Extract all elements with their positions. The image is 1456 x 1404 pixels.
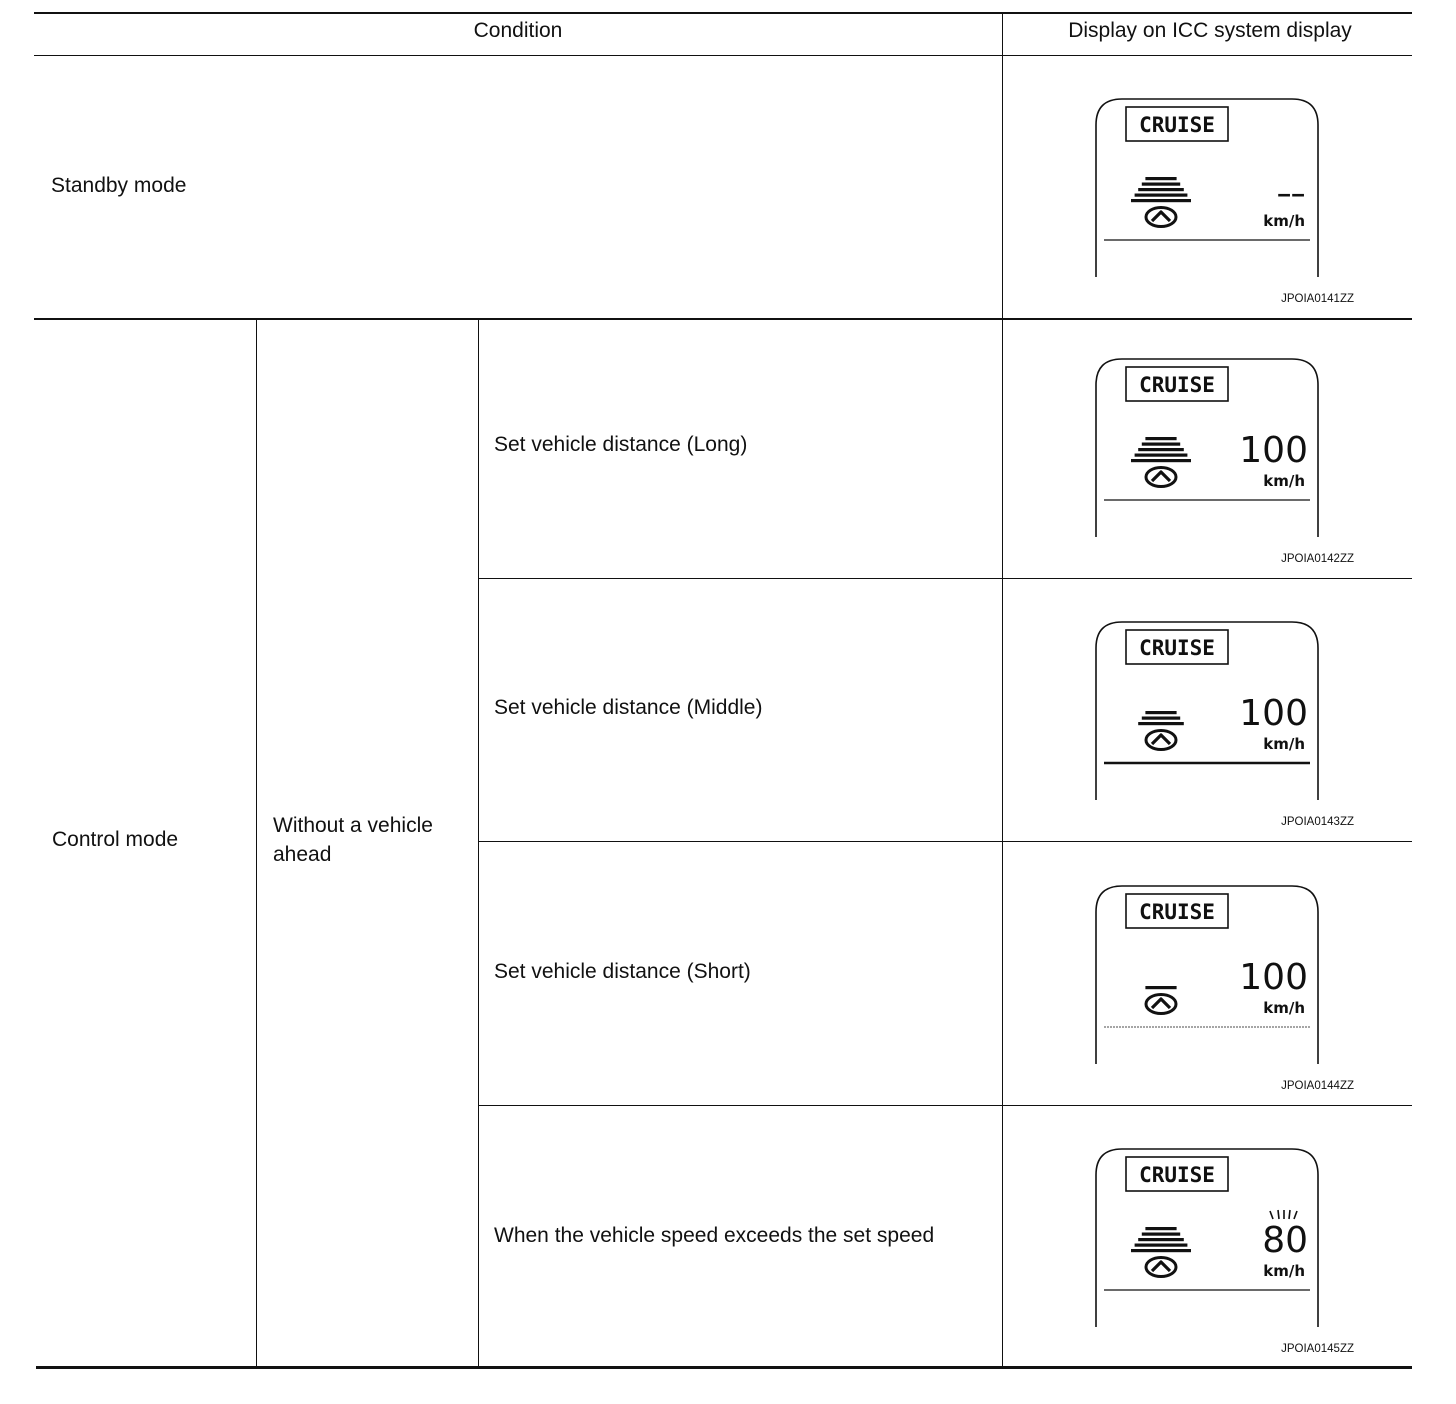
row-divider-middle xyxy=(478,841,1412,842)
figure-code: JPOIA0144ZZ xyxy=(1281,1080,1354,1092)
speed-exceeds-label: When the vehicle speed exceeds the set s… xyxy=(494,1224,935,1247)
distance-bar xyxy=(1145,177,1177,181)
distance-bar xyxy=(1131,1249,1191,1253)
set-speed-value: 80 xyxy=(1262,1220,1308,1261)
header-display: Display on ICC system display xyxy=(1068,19,1352,42)
cruise-indicator-box xyxy=(1125,366,1229,402)
display-column-divider xyxy=(1002,13,1003,1368)
standby-mode-label: Standby mode xyxy=(51,174,187,197)
vehicle-chevron-icon xyxy=(1150,470,1172,483)
col2-divider xyxy=(478,319,479,1368)
figure-code: JPOIA0145ZZ xyxy=(1281,1343,1354,1355)
figure-code: JPOIA0141ZZ xyxy=(1281,293,1354,305)
set-distance-short-label: Set vehicle distance (Short) xyxy=(494,960,751,983)
table-bottom-rule xyxy=(36,1366,1412,1369)
figure-code: JPOIA0143ZZ xyxy=(1281,816,1354,828)
vehicle-icon xyxy=(1144,1256,1178,1278)
distance-bar xyxy=(1145,986,1177,990)
vehicle-chevron-icon xyxy=(1150,733,1172,746)
speed-exceed-tick xyxy=(1277,1209,1280,1220)
distance-bar xyxy=(1145,1227,1177,1231)
standby-bottom-rule xyxy=(34,318,1412,320)
vehicle-icon xyxy=(1144,993,1178,1015)
control-mode-label: Control mode xyxy=(52,828,179,851)
cruise-indicator-box xyxy=(1125,893,1229,929)
set-speed-value: 100 xyxy=(1239,957,1308,998)
set-distance-long-label: Set vehicle distance (Long) xyxy=(494,433,748,456)
distance-bar xyxy=(1138,448,1184,452)
vehicle-chevron-icon xyxy=(1150,997,1172,1010)
distance-bar xyxy=(1138,188,1184,192)
display-frame xyxy=(1095,621,1319,800)
distance-bar xyxy=(1141,1232,1181,1236)
cruise-indicator-box xyxy=(1125,629,1229,665)
display-frame xyxy=(1095,1148,1319,1327)
header-bottom-rule xyxy=(34,55,1412,56)
vehicle-icon xyxy=(1144,729,1178,751)
figure-code: JPOIA0142ZZ xyxy=(1281,553,1354,565)
vehicle-chevron-icon xyxy=(1150,1260,1172,1273)
cruise-label: CRUISE xyxy=(1139,1163,1215,1187)
cruise-label: CRUISE xyxy=(1139,900,1215,924)
row-divider-short xyxy=(478,1105,1412,1106)
distance-bar xyxy=(1145,437,1177,441)
distance-bar xyxy=(1138,1238,1184,1242)
without-vehicle-ahead-label: Without a vehicle ahead xyxy=(273,814,433,866)
distance-bar xyxy=(1134,193,1188,197)
col1-divider xyxy=(256,319,257,1368)
distance-bar xyxy=(1131,199,1191,203)
speed-exceed-tick xyxy=(1288,1209,1291,1220)
vehicle-icon xyxy=(1144,206,1178,228)
distance-bar xyxy=(1138,722,1184,726)
set-speed-value: 100 xyxy=(1239,430,1308,471)
display-frame xyxy=(1095,885,1319,1064)
cruise-indicator-box xyxy=(1125,106,1229,142)
speed-exceed-tick xyxy=(1293,1210,1298,1220)
distance-bar xyxy=(1134,453,1188,457)
speed-unit: km/h xyxy=(1263,472,1305,490)
distance-bar xyxy=(1134,1243,1188,1247)
display-frame xyxy=(1095,98,1319,277)
distance-bar xyxy=(1141,716,1181,720)
speed-unit: km/h xyxy=(1263,1262,1305,1280)
set-speed-value: 100 xyxy=(1239,693,1308,734)
set-distance-middle-label: Set vehicle distance (Middle) xyxy=(494,696,763,719)
row-divider-long xyxy=(478,578,1412,579)
vehicle-chevron-icon xyxy=(1150,210,1172,223)
cruise-label: CRUISE xyxy=(1139,636,1215,660)
cruise-label: CRUISE xyxy=(1139,113,1215,137)
header-condition: Condition xyxy=(473,19,563,42)
distance-bar xyxy=(1145,711,1177,715)
speed-exceed-tick xyxy=(1269,1210,1274,1220)
distance-bar xyxy=(1131,459,1191,463)
speed-unit: km/h xyxy=(1263,999,1305,1017)
table-top-rule xyxy=(34,12,1412,14)
cruise-label: CRUISE xyxy=(1139,373,1215,397)
cruise-indicator-box xyxy=(1125,1156,1229,1192)
distance-bar xyxy=(1141,442,1181,446)
display-frame xyxy=(1095,358,1319,537)
speed-unit: km/h xyxy=(1263,735,1305,753)
vehicle-icon xyxy=(1144,466,1178,488)
speed-unit: km/h xyxy=(1263,212,1305,230)
distance-bar xyxy=(1141,182,1181,186)
speed-placeholder: ‒‒ xyxy=(1277,182,1305,206)
